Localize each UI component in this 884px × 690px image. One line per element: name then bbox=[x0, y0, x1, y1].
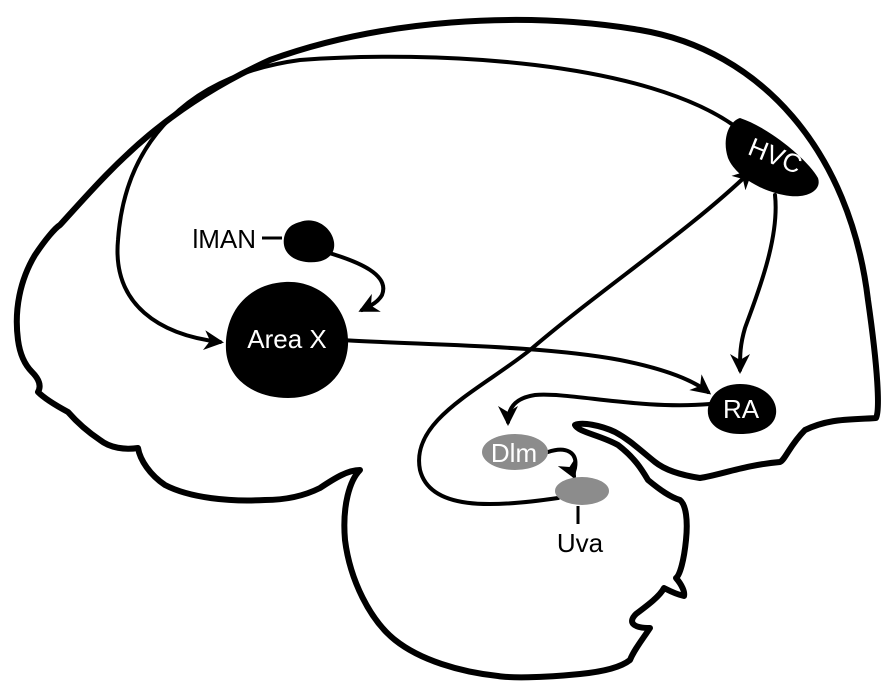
nucleus-lman: lMAN bbox=[192, 220, 334, 262]
nucleus-area-x-label: Area X bbox=[247, 324, 327, 354]
pathway-hvc-to-ra bbox=[740, 195, 776, 370]
nucleus-dlm-label: Dlm bbox=[491, 438, 537, 468]
pathway-uva-to-hvc bbox=[419, 172, 750, 504]
pathway-hvc-to-areax bbox=[117, 57, 740, 342]
brain-outline bbox=[17, 20, 878, 677]
nucleus-dlm: Dlm bbox=[482, 434, 548, 470]
nucleus-ra-label: RA bbox=[723, 394, 760, 424]
pathway-lman-to-areax bbox=[326, 252, 383, 310]
nucleus-uva-label: Uva bbox=[557, 528, 604, 558]
nucleus-uva-shape bbox=[555, 477, 609, 505]
nucleus-ra: RA bbox=[708, 384, 776, 434]
pathway-areax-to-ra bbox=[342, 340, 708, 392]
nucleus-lman-shape bbox=[284, 220, 335, 262]
nucleus-lman-label: lMAN bbox=[192, 224, 256, 254]
nucleus-uva: Uva bbox=[555, 477, 609, 558]
pathway-ra-to-dlm bbox=[508, 395, 710, 422]
pathway-dlm-to-uva bbox=[548, 450, 575, 476]
nucleus-area-x: Area X bbox=[226, 282, 348, 398]
